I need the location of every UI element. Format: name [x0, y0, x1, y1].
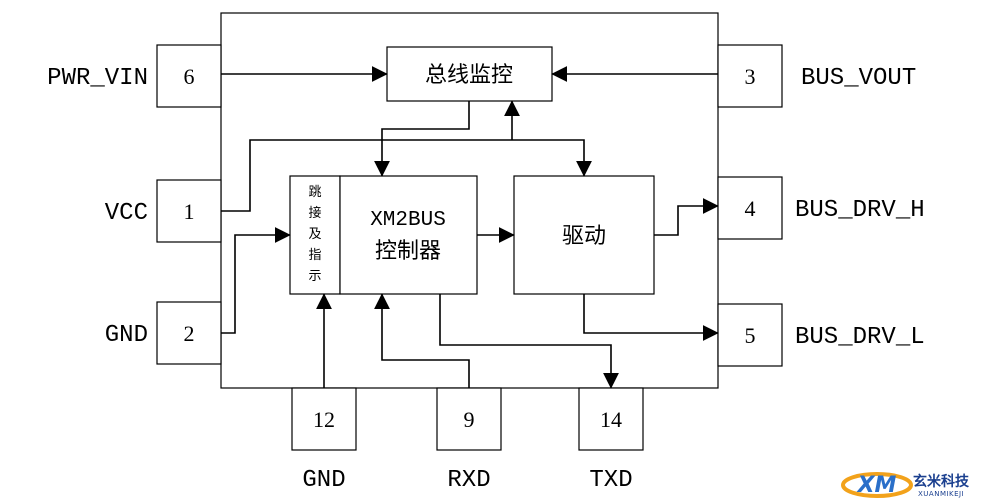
brand-logo: XM 玄米科技 XUANMIKEJI	[841, 472, 970, 498]
jumper-char-2: 接	[308, 205, 321, 221]
pin-6: 6	[156, 44, 222, 108]
controller-label-line2: 控制器	[375, 239, 441, 264]
jumper-char-5: 示	[308, 269, 321, 284]
jumper-indicator-block: 跳 接 及 指 示	[289, 175, 341, 295]
controller-block: XM2BUS 控制器	[339, 175, 478, 295]
logo-icon-text: XM	[856, 473, 897, 498]
wire-driver-to-drvh	[654, 198, 719, 236]
logo-ring	[841, 472, 913, 498]
wire-controller-to-txd	[439, 294, 619, 389]
pin-4-label: BUS_DRV_H	[795, 197, 925, 224]
wire-rxd-to-controller	[374, 293, 470, 388]
pin-3-number: 3	[745, 64, 756, 89]
driver-block: 驱动	[513, 175, 655, 295]
pin-3: 3	[717, 44, 783, 108]
pin-14-number: 14	[600, 407, 622, 432]
pin-5-label: BUS_DRV_L	[795, 324, 925, 351]
pin-1: 1	[156, 179, 222, 243]
pin-9: 9	[436, 387, 502, 451]
wire-vcc-bus	[221, 139, 592, 212]
pin-5: 5	[717, 303, 783, 367]
wire-gnd-to-jumper	[221, 227, 291, 334]
pin-14-label: TXD	[589, 467, 632, 494]
pin-12-number: 12	[313, 407, 335, 432]
logo-sub: XUANMIKEJI	[918, 490, 964, 498]
pin-2-number: 2	[184, 321, 195, 346]
controller-label-line1: XM2BUS	[370, 209, 446, 232]
logo-brand: 玄米科技	[913, 473, 970, 490]
jumper-char-3: 及	[308, 227, 321, 242]
pin-9-label: RXD	[447, 467, 490, 494]
pin-6-label: PWR_VIN	[47, 65, 148, 92]
wire-driver-to-drvl	[583, 294, 719, 341]
pin-1-number: 1	[184, 199, 195, 224]
jumper-char-4: 指	[308, 248, 321, 263]
driver-label: 驱动	[562, 224, 606, 249]
pin-5-number: 5	[745, 323, 756, 348]
wire-monitor-to-controller	[374, 101, 470, 177]
pin-2-label: GND	[105, 322, 148, 349]
pin-4: 4	[717, 176, 783, 240]
pin-14: 14	[578, 387, 644, 451]
pin-12: 12	[291, 387, 357, 451]
bus-monitor-block: 总线监控	[386, 46, 553, 102]
pin-12-label: GND	[302, 467, 345, 494]
jumper-char-1: 跳	[308, 185, 321, 200]
pin-2: 2	[156, 301, 222, 365]
pin-4-number: 4	[745, 196, 756, 221]
pin-1-label: VCC	[105, 200, 148, 227]
bus-monitor-label: 总线监控	[425, 63, 513, 88]
pin-6-number: 6	[184, 64, 195, 89]
pin-9-number: 9	[464, 407, 475, 432]
pin-3-label: BUS_VOUT	[801, 65, 916, 92]
